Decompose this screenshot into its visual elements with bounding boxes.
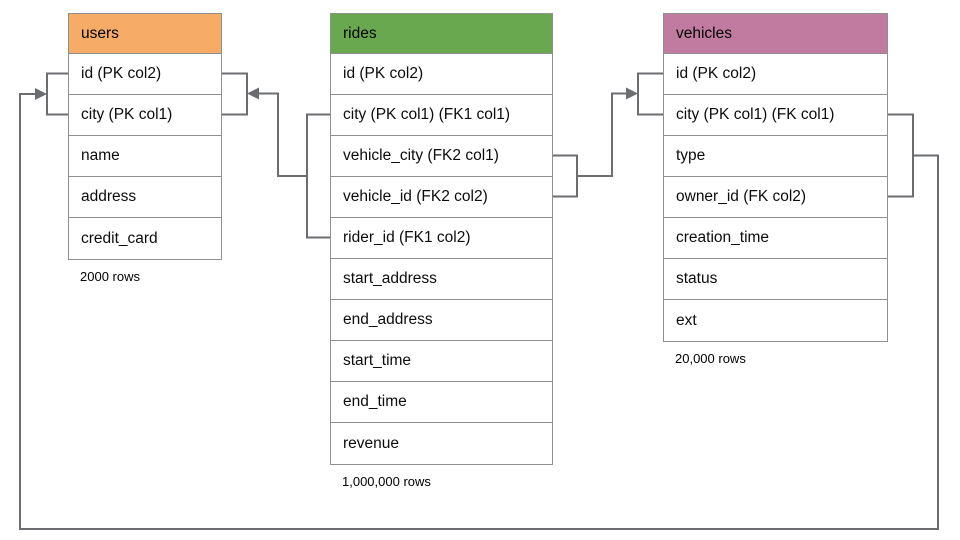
fk1-rides-to-users-connector <box>222 72 330 239</box>
column-row-rides-4: rider_id (FK1 col2) <box>331 218 552 259</box>
column-row-rides-1: city (PK col1) (FK1 col1) <box>331 95 552 136</box>
table-header-vehicles: vehicles <box>664 14 887 54</box>
row-count-label-vehicles: 20,000 rows <box>675 351 746 366</box>
fk-vehicles-to-users-connector <box>19 72 939 530</box>
table-header-rides: rides <box>331 14 552 54</box>
users-pk-bracket-left <box>46 72 68 116</box>
arrowhead-to-users-left-icon <box>35 88 47 100</box>
rides-fk2-bracket-right <box>553 154 578 198</box>
column-row-users-0: id (PK col2) <box>69 54 221 95</box>
fk1-connector-line <box>259 92 307 177</box>
column-row-vehicles-4: creation_time <box>664 218 887 259</box>
column-row-rides-7: start_time <box>331 341 552 382</box>
column-row-rides-3: vehicle_id (FK2 col2) <box>331 177 552 218</box>
column-row-users-3: address <box>69 177 221 218</box>
fk2-rides-to-vehicles-connector <box>553 72 663 198</box>
row-count-label-users: 2000 rows <box>80 269 140 284</box>
column-row-vehicles-2: type <box>664 136 887 177</box>
column-row-vehicles-3: owner_id (FK col2) <box>664 177 887 218</box>
column-row-rides-9: revenue <box>331 423 552 464</box>
table-header-users: users <box>69 14 221 54</box>
column-row-rides-0: id (PK col2) <box>331 54 552 95</box>
row-count-label-rides: 1,000,000 rows <box>342 474 431 489</box>
column-row-vehicles-5: status <box>664 259 887 300</box>
fk-loop-connector-line <box>19 93 939 530</box>
column-row-users-4: credit_card <box>69 218 221 259</box>
column-row-rides-8: end_time <box>331 382 552 423</box>
column-row-rides-2: vehicle_city (FK2 col1) <box>331 136 552 177</box>
column-row-rides-6: end_address <box>331 300 552 341</box>
vehicles-fk-bracket-right <box>888 113 914 198</box>
column-row-vehicles-6: ext <box>664 300 887 341</box>
arrowhead-to-vehicles-icon <box>626 87 638 100</box>
vehicles-pk-bracket-left <box>637 72 663 116</box>
column-row-users-2: name <box>69 136 221 177</box>
users-pk-bracket-right <box>222 72 248 116</box>
fk2-connector-line <box>577 92 626 177</box>
arrowhead-to-users-icon <box>247 87 259 100</box>
column-row-users-1: city (PK col1) <box>69 95 221 136</box>
column-row-rides-5: start_address <box>331 259 552 300</box>
rides-fk1-bracket-left <box>306 113 330 239</box>
column-row-vehicles-1: city (PK col1) (FK col1) <box>664 95 887 136</box>
column-row-vehicles-0: id (PK col2) <box>664 54 887 95</box>
